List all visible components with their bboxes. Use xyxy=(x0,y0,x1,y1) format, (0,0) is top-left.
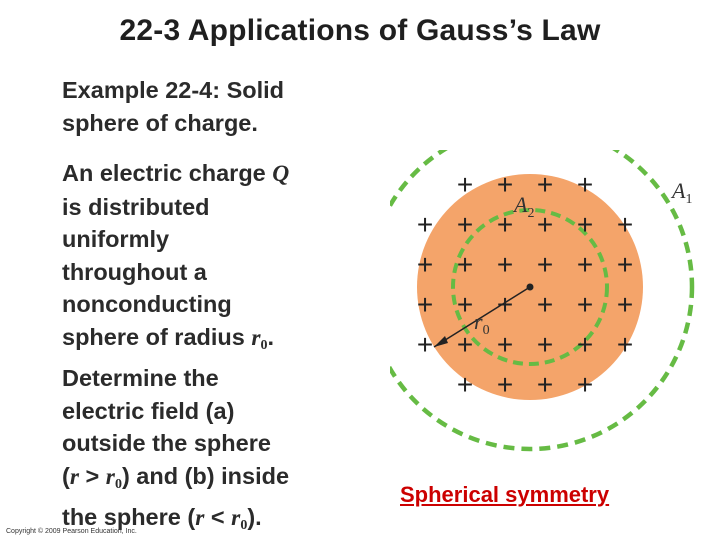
problem-text: the sphere ( xyxy=(62,504,196,530)
plus-charge: + xyxy=(497,169,513,200)
charge-grid: + + + + + + + + + + + + + + + + + + + + + + + + + + + + + + + + xyxy=(417,169,633,400)
plus-charge: + xyxy=(417,209,433,240)
example-line-2: sphere of charge. xyxy=(62,109,258,136)
radius-symbol: r xyxy=(231,505,241,531)
plus-charge: + xyxy=(497,209,513,240)
radius-symbol: r xyxy=(251,324,261,351)
plus-charge: + xyxy=(537,329,553,360)
plus-charge: + xyxy=(417,329,433,360)
sphere-diagram: + + + + + + + + + + + + + + + + + + + + + + + + + + + + + + + + r0 A2 A… xyxy=(365,122,695,452)
plus-charge: + xyxy=(577,289,593,320)
plus-charge: + xyxy=(497,289,513,320)
plus-charge: + xyxy=(577,169,593,200)
problem-text: sphere of radius xyxy=(62,323,252,350)
plus-charge: + xyxy=(497,369,513,400)
plus-charge: + xyxy=(577,209,593,240)
outer-surface-label: A1 xyxy=(670,178,692,207)
inner-gaussian-surface xyxy=(451,208,609,366)
problem-line-1: An electric charge Q xyxy=(62,157,362,191)
plus-charge: + xyxy=(577,249,593,280)
radius-arrowhead xyxy=(434,336,448,347)
problem-line-7: Determine the xyxy=(62,365,219,391)
problem-text: ). xyxy=(247,504,262,530)
problem-line-11: the sphere (r < r0). xyxy=(62,501,362,543)
plus-charge: + xyxy=(577,329,593,360)
problem-line-5: nonconducting xyxy=(62,291,232,317)
radius-label: r0 xyxy=(474,309,490,338)
plus-charge: + xyxy=(417,249,433,280)
r-symbol: r xyxy=(195,505,205,531)
problem-line-4: throughout a xyxy=(62,258,207,285)
problem-text: ( xyxy=(62,462,70,489)
radius-subscript: 0 xyxy=(240,518,248,533)
inner-surface-label: A2 xyxy=(512,192,534,221)
copyright-notice: Copyright © 2009 Pearson Education, Inc. xyxy=(6,528,137,535)
plus-charge: + xyxy=(537,249,553,280)
caption-spherical-symmetry: Spherical symmetry xyxy=(400,482,610,507)
charge-symbol-q: Q xyxy=(272,161,290,187)
problem-text: > xyxy=(78,462,106,489)
problem-text: An electric charge xyxy=(62,160,273,186)
plus-charge: + xyxy=(457,209,473,240)
problem-line-3: uniformly xyxy=(62,226,170,252)
plus-charge: + xyxy=(617,329,633,360)
plus-charge: + xyxy=(537,289,553,320)
radius-subscript: 0 xyxy=(114,476,122,492)
plus-charge: + xyxy=(617,209,633,240)
problem-line-8: electric field (a) xyxy=(62,397,235,424)
radius-line xyxy=(433,286,531,348)
plus-charge: + xyxy=(457,249,473,280)
plus-charge: + xyxy=(537,209,553,240)
example-heading: Example 22-4: Solid sphere of charge. xyxy=(62,74,362,139)
problem-text: < xyxy=(204,504,232,530)
plus-charge: + xyxy=(417,289,433,320)
slide-title: 22-3 Applications of Gauss’s Law xyxy=(119,14,601,47)
problem-line-2: is distributed xyxy=(62,193,210,220)
radius-symbol: r xyxy=(105,463,115,490)
plus-charge: + xyxy=(617,249,633,280)
plus-charge: + xyxy=(457,329,473,360)
problem-text: . xyxy=(267,323,275,350)
plus-charge: + xyxy=(457,369,473,400)
problem-statement: An electric charge Q is distributed unif… xyxy=(62,157,362,543)
plus-charge: + xyxy=(617,289,633,320)
plus-charge: + xyxy=(577,369,593,400)
plus-charge: + xyxy=(497,249,513,280)
plus-charge: + xyxy=(537,369,553,400)
r-symbol: r xyxy=(69,463,79,490)
plus-charge: + xyxy=(457,289,473,320)
problem-line-10: (r > r0) and (b) inside xyxy=(62,460,362,502)
example-line-1: Example 22-4: Solid xyxy=(62,77,285,103)
radius-subscript: 0 xyxy=(260,337,268,353)
plus-charge: + xyxy=(537,169,553,200)
sphere-figure: + + + + + + + + + + + + + + + + + + + + + + + + + + + + + + + + r0 A2 A… xyxy=(365,122,710,485)
center-dot xyxy=(526,283,534,291)
problem-text: ) and (b) inside xyxy=(121,462,290,489)
problem-line-9: outside the sphere xyxy=(62,430,271,456)
problem-line-6: sphere of radius r0. xyxy=(62,321,362,363)
plus-charge: + xyxy=(457,169,473,200)
plus-charge: + xyxy=(497,329,513,360)
